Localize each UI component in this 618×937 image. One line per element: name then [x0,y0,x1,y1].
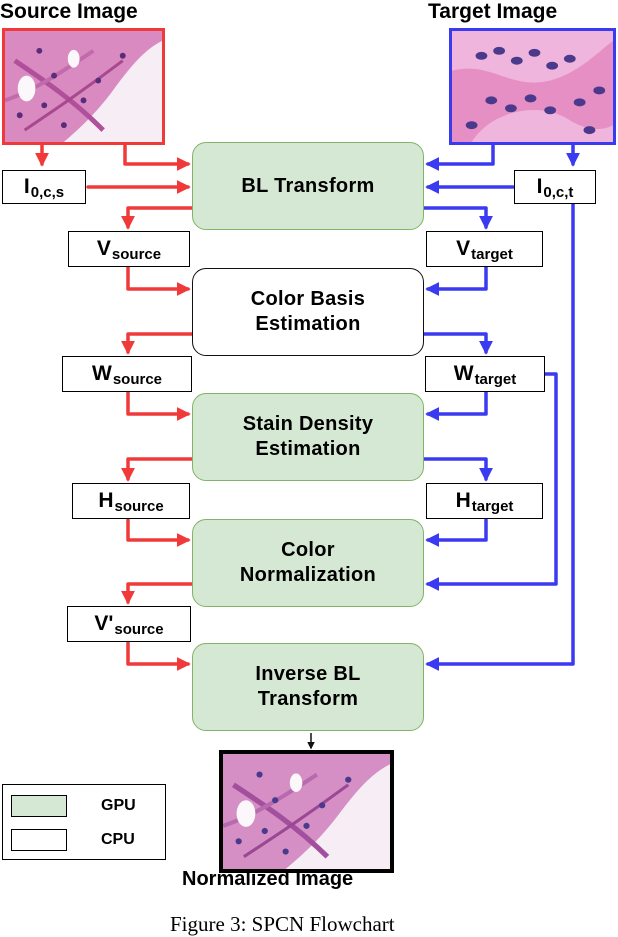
step-inverse-bl-transform: Inverse BL Transform [192,643,424,731]
arrow-staindensity-to-htarget [422,457,493,482]
figure-caption: Figure 3: SPCN Flowchart [170,912,395,936]
source-image [2,28,165,145]
arrow-wsource-to-staindensity [126,390,191,421]
arrow-vtarget-to-colorbasis [425,264,488,296]
var-v-prime-source-main: V' [94,612,114,635]
arrow-colornorm-to-vprime [121,582,194,605]
var-v-prime-source-sub: source [114,620,164,638]
var-h-target-main: H [455,489,471,512]
step-inverse-bl-line1: Inverse BL [255,663,361,685]
arrow-target-image-to-bl [425,143,495,171]
normalized-image [219,750,394,873]
legend-gpu-swatch [11,795,67,817]
legend-cpu-swatch [11,829,67,851]
var-w-target-sub: target [474,370,517,388]
arrow-colorbasis-to-wsource [121,332,194,355]
var-h-source-main: H [98,489,114,512]
input-target-sub: 0,c,t [543,183,574,201]
arrow-i0t-to-inversebl [425,201,575,671]
step-color-normalization: Color Normalization [192,519,424,607]
step-bl-transform: BL Transform [192,142,424,230]
var-h-source-sub: source [114,497,164,515]
var-v-prime-source: V'source [67,606,191,642]
source-image-title: Source Image [0,0,138,23]
target-image-title: Target Image [428,0,558,23]
step-inverse-bl-line2: Transform [257,688,359,710]
step-stain-density-estimation: Stain Density Estimation [192,393,424,481]
step-stain-density-line1: Stain Density [242,413,374,435]
normalized-image-title: Normalized Image [182,868,354,890]
input-target-main: I [536,175,543,198]
step-color-basis-line1: Color Basis [250,288,366,310]
step-color-basis-estimation: Color Basis Estimation [192,268,424,356]
arrow-wtarget-to-staindensity [425,390,488,421]
arrow-staindensity-to-hsource [121,457,194,482]
step-color-normalization-line2: Normalization [239,564,377,586]
arrow-vsource-to-colorbasis [126,264,191,296]
var-w-source-sub: source [112,370,163,388]
step-color-normalization-line1: Color [281,539,335,561]
var-v-source-sub: source [111,245,162,263]
var-w-source-main: W [91,362,112,385]
var-h-target-sub: target [471,497,514,515]
input-source-sub: 0,c,s [30,183,65,201]
arrow-bl-to-vtarget [422,206,493,230]
arrow-colorbasis-to-wtarget [422,332,493,355]
arrow-hsource-to-colornorm [126,518,191,547]
legend-cpu-label: CPU [101,831,135,848]
var-w-target-main: W [453,362,474,385]
target-image [449,28,616,145]
var-v-target-main: V [456,237,471,260]
arrow-bl-to-vsource [121,206,194,230]
arrow-htarget-to-colornorm [425,518,488,547]
step-color-basis-line2: Estimation [255,313,361,335]
step-stain-density-line2: Estimation [255,438,361,460]
step-bl-transform-label: BL Transform [241,174,375,197]
arrow-vprime-to-inversebl [126,640,191,671]
legend: GPU CPU [2,784,166,860]
var-v-target-sub: target [471,245,513,263]
arrow-wtarget-to-colornorm [425,372,558,591]
legend-gpu-label: GPU [101,797,136,814]
arrow-source-image-to-bl [123,143,191,171]
var-v-source-main: V [96,237,111,260]
input-source-main: I [23,175,30,198]
